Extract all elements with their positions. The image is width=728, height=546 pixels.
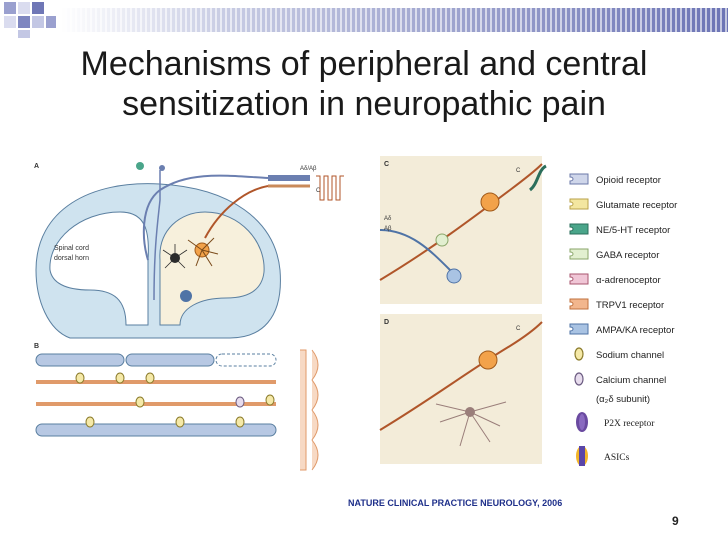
calcium-subunit-label: (α₂δ subunit): [596, 394, 650, 405]
legend-swatch-icon: [569, 223, 589, 235]
p2x-receptor-icon: [576, 412, 588, 432]
panel-c-letter: C: [384, 161, 389, 168]
title-line-1: Mechanisms of peripheral and central: [80, 45, 648, 83]
legend-item: α-adrenoceptor: [569, 273, 661, 286]
panel-d-letter: D: [384, 319, 389, 326]
figure-credit: NATURE CLINICAL PRACTICE NEUROLOGY, 2006: [348, 498, 563, 508]
legend-item: AMPA/KA receptor: [569, 323, 675, 336]
p2x-receptor-label: P2X receptor: [604, 419, 655, 429]
asics-icon: [576, 446, 588, 466]
header-bar: [0, 0, 728, 40]
legend-swatch-icon: [574, 347, 584, 361]
legend-label: TRPV1 receptor: [596, 300, 664, 311]
panel-b-letter: B: [34, 343, 39, 350]
legend-swatch-icon: [569, 298, 589, 310]
legend-label: NE/5-HT receptor: [596, 225, 670, 236]
legend-swatch-icon: [569, 248, 589, 260]
legend-item: Opioid receptor: [569, 173, 661, 186]
panel-c-abeta: Aβ: [384, 226, 392, 232]
legend-swatch-icon: [569, 323, 589, 335]
panel-c-adelta: Aδ: [384, 216, 392, 222]
legend-label: GABA receptor: [596, 250, 659, 261]
fiber-c-label: C: [316, 188, 321, 194]
title-line-2: sensitization in neuropathic pain: [122, 85, 606, 123]
legend-label: Glutamate receptor: [596, 200, 677, 211]
legend-swatch-icon: [574, 372, 584, 386]
spinal-cord-label-1: Spinal cord: [54, 245, 89, 252]
panel-c-c: C: [516, 168, 521, 174]
legend-label: α-adrenoceptor: [596, 275, 661, 286]
legend-label: Opioid receptor: [596, 175, 661, 186]
legend-label: Sodium channel: [596, 350, 664, 361]
asics-label: ASICs: [604, 453, 630, 463]
legend-item: GABA receptor: [569, 248, 659, 261]
legend-swatch-icon: [569, 273, 589, 285]
fiber-adelta-label: Aδ/Aβ: [300, 166, 317, 172]
legend-label: Calcium channel: [596, 375, 666, 386]
panel-a-letter: A: [34, 163, 39, 170]
legend-item: NE/5-HT receptor: [569, 223, 670, 236]
panel-b: B: [34, 343, 319, 471]
panel-c: C Aδ Aβ C: [379, 156, 547, 304]
header-decoration: [4, 2, 728, 38]
spinal-cord-label-2: dorsal horn: [54, 255, 89, 262]
legend-swatch-icon: [569, 198, 589, 210]
panel-d-c: C: [516, 326, 521, 332]
legend-swatch-icon: [569, 173, 589, 185]
legend-item: TRPV1 receptor: [569, 298, 664, 311]
legend-item: Glutamate receptor: [569, 198, 677, 211]
legend-label: AMPA/KA receptor: [596, 325, 675, 336]
panel-a-receptor: [136, 162, 144, 170]
legend-item: Sodium channel: [574, 347, 664, 361]
panel-d: D C: [379, 314, 543, 464]
legend-item: Calcium channel: [574, 372, 666, 386]
sensitization-figure: A Spinal cord dorsal horn Aδ/Aβ C B: [30, 156, 677, 471]
page-number: 9: [672, 514, 679, 528]
panel-a: A Spinal cord dorsal horn Aδ/Aβ C: [30, 158, 370, 339]
slide-title: Mechanisms of peripheral and central sen…: [0, 44, 728, 124]
